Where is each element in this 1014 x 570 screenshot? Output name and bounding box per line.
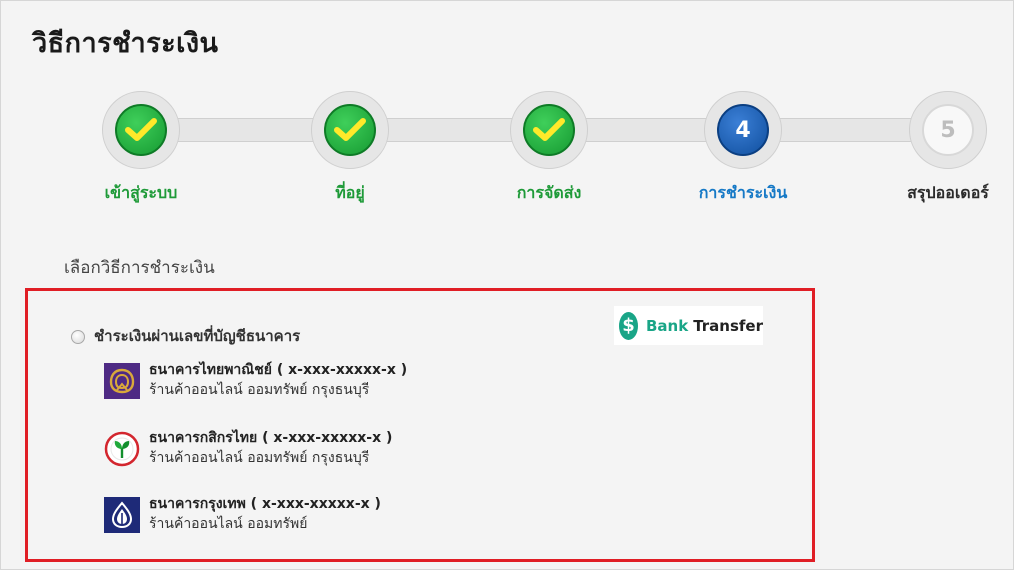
step-label: เข้าสู่ระบบ bbox=[104, 183, 178, 202]
step-number: 4 bbox=[717, 104, 769, 156]
badge-word-transfer: Transfer bbox=[693, 316, 763, 335]
step-login[interactable]: เข้าสู่ระบบ bbox=[71, 91, 211, 206]
badge-word-bank: Bank bbox=[645, 316, 689, 335]
bank-transfer-option[interactable]: ชำระเงินผ่านเลขที่บัญชีธนาคาร $ Bank Tra… bbox=[25, 288, 815, 562]
kbank-logo-icon bbox=[104, 431, 140, 467]
step-label: การชำระเงิน bbox=[698, 183, 788, 202]
section-label: เลือกวิธีการชำระเงิน bbox=[64, 258, 215, 278]
bank-item-scb: ธนาคารไทยพาณิชย์ ( x-xxx-xxxxx-x ) ร้านค… bbox=[104, 359, 604, 399]
scb-logo-icon bbox=[104, 363, 140, 399]
bbl-logo-icon bbox=[104, 497, 140, 533]
step-summary[interactable]: 5 สรุปออเดอร์ bbox=[878, 91, 1014, 206]
step-label: สรุปออเดอร์ bbox=[907, 183, 989, 202]
page-title: วิธีการชำระเงิน bbox=[32, 28, 219, 59]
bank-account: ร้านค้าออนไลน์ ออมทรัพย์ กรุงธนบุรี bbox=[149, 382, 370, 398]
bank-transfer-badge: $ Bank Transfer bbox=[614, 306, 763, 345]
check-icon bbox=[115, 104, 167, 156]
step-number: 5 bbox=[922, 104, 974, 156]
bank-item-bbl: ธนาคารกรุงเทพ ( x-xxx-xxxxx-x ) ร้านค้าอ… bbox=[104, 493, 604, 533]
bank-account: ร้านค้าออนไลน์ ออมทรัพย์ กรุงธนบุรี bbox=[149, 450, 370, 466]
check-icon bbox=[523, 104, 575, 156]
payment-method-radio[interactable] bbox=[71, 330, 85, 344]
check-icon bbox=[324, 104, 376, 156]
bank-name: ธนาคารกสิกรไทย ( x-xxx-xxxxx-x ) bbox=[149, 430, 393, 446]
dollar-icon: $ bbox=[619, 311, 638, 340]
step-address[interactable]: ที่อยู่ bbox=[280, 91, 420, 206]
step-payment[interactable]: 4 การชำระเงิน bbox=[673, 91, 813, 206]
bank-name: ธนาคารไทยพาณิชย์ ( x-xxx-xxxxx-x ) bbox=[149, 362, 408, 378]
checkout-stepper: เข้าสู่ระบบ ที่อยู่ การจัดส่ง 4 การชำระเ… bbox=[71, 91, 1001, 211]
step-shipping[interactable]: การจัดส่ง bbox=[479, 91, 619, 206]
step-label: ที่อยู่ bbox=[335, 183, 365, 202]
payment-method-label[interactable]: ชำระเงินผ่านเลขที่บัญชีธนาคาร bbox=[94, 327, 301, 345]
step-label: การจัดส่ง bbox=[516, 183, 582, 202]
bank-item-kbank: ธนาคารกสิกรไทย ( x-xxx-xxxxx-x ) ร้านค้า… bbox=[104, 427, 604, 467]
bank-account: ร้านค้าออนไลน์ ออมทรัพย์ bbox=[149, 516, 308, 532]
bank-name: ธนาคารกรุงเทพ ( x-xxx-xxxxx-x ) bbox=[149, 496, 381, 512]
